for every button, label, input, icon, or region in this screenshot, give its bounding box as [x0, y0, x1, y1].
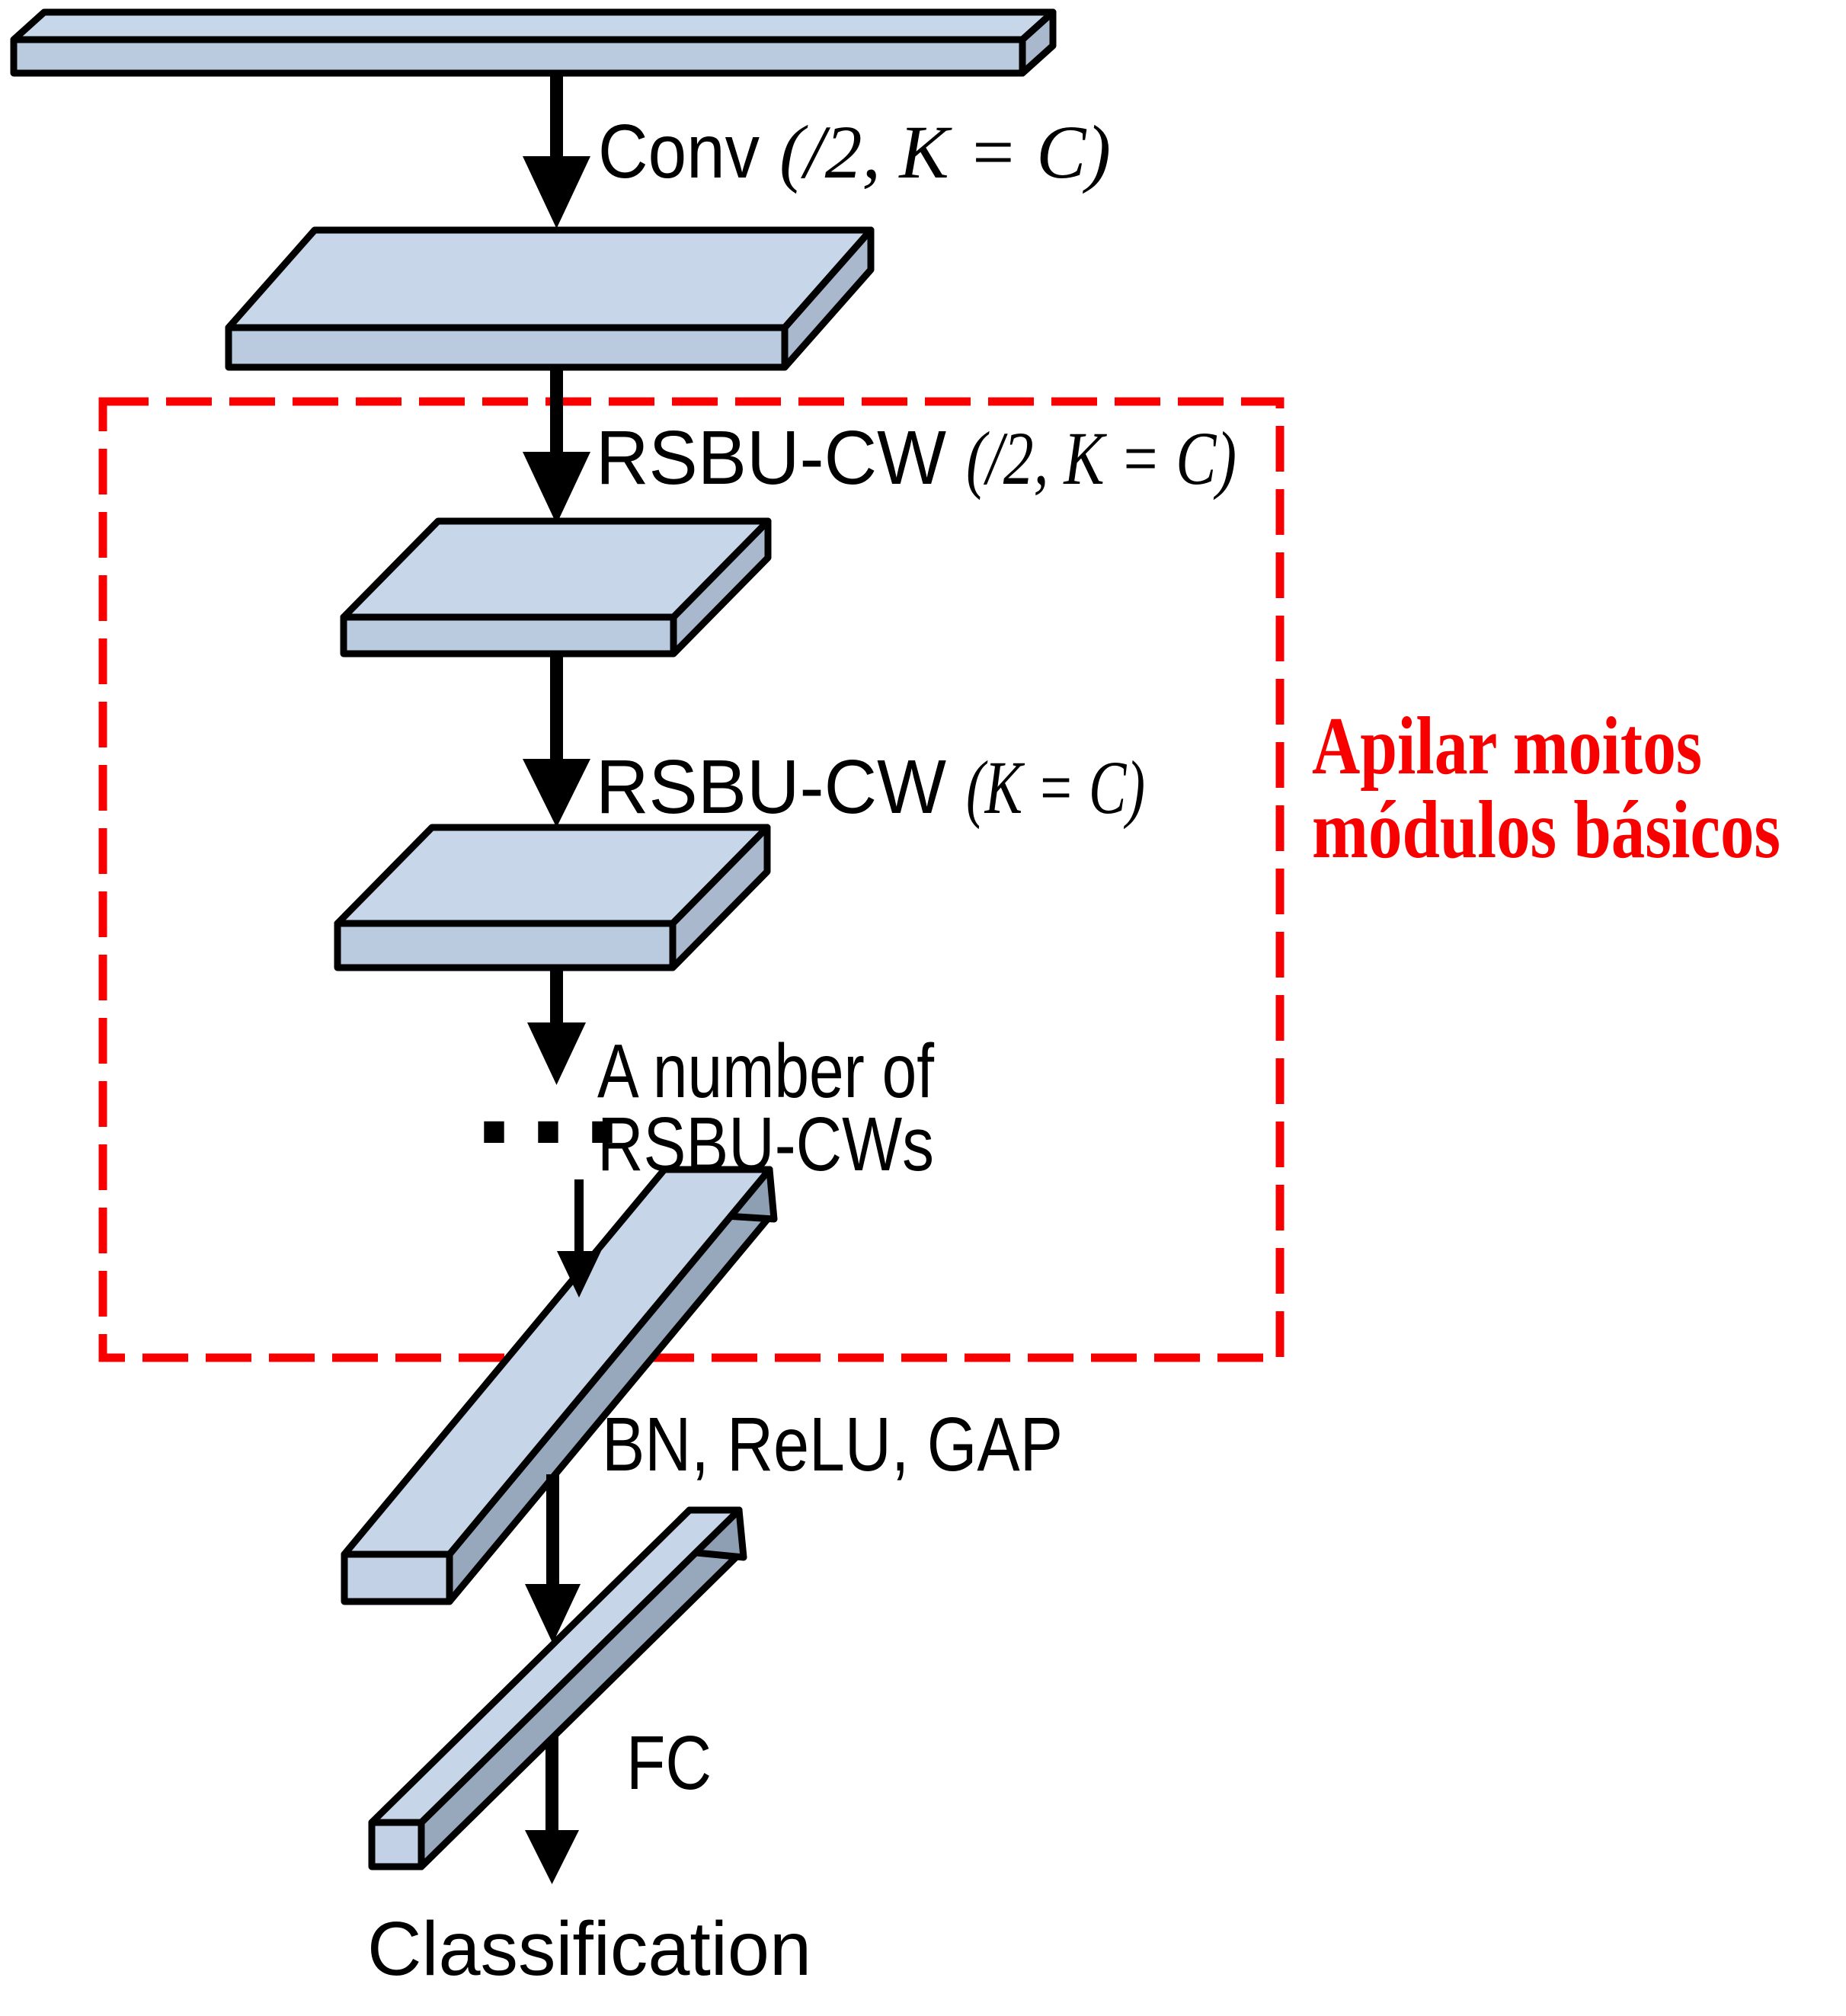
input-bar-top-face — [10, 8, 1057, 43]
final-bar-end-face — [341, 1550, 453, 1605]
conv-arrow — [523, 73, 590, 229]
input-bar-front-face — [10, 36, 1026, 77]
input-bar-end-face — [1019, 8, 1057, 77]
rsbu-cw-downsample-arrow — [523, 367, 590, 524]
rsbu-map2-end-face — [669, 824, 771, 971]
bn-relu-gap-label: BN, ReLU, GAP — [602, 1402, 1063, 1487]
rsbu-cw-arrow — [523, 654, 590, 827]
stack-note-line1: A number of — [597, 1029, 934, 1114]
rsbu-feature-map-1 — [340, 517, 772, 658]
rsbu-map1-end-face — [670, 517, 772, 658]
fc-arrow — [525, 1647, 579, 1884]
stacked-modules-dashed-box — [98, 397, 1285, 1362]
rsbu-cw-downsample-label: RSBU-CW(/2, K = C) — [596, 415, 1237, 501]
bn-relu-gap-arrow — [525, 1474, 581, 1643]
stack-arrow — [527, 968, 586, 1085]
annotation-line2: módulos básicos — [1312, 785, 1780, 875]
rsbu-feature-map-2 — [334, 824, 771, 971]
gap-bar-end-face — [368, 1819, 425, 1870]
rsbu-map1-front-face — [340, 613, 677, 658]
fc-label: FC — [626, 1720, 712, 1806]
conv-feature-map — [225, 226, 875, 371]
conv-map-end-face — [781, 226, 875, 371]
classification-label: Classification — [367, 1906, 811, 1992]
rsbu-cw-label: RSBU-CW(K = C) — [596, 744, 1145, 830]
annotation-line1: Apilar moitos — [1312, 701, 1702, 792]
ellipsis-dots: ··· — [472, 1067, 635, 1199]
gap-vector-bar — [368, 1506, 747, 1870]
rsbu-map2-front-face — [334, 920, 677, 971]
input-signal-bar — [10, 8, 1057, 77]
conv-label: Conv(/2, K = C) — [598, 109, 1111, 194]
feature-bar-arrow — [557, 1179, 601, 1298]
conv-map-top-face — [225, 226, 875, 331]
final-feature-bar — [341, 1166, 778, 1605]
conv-map-front-face — [225, 324, 789, 371]
